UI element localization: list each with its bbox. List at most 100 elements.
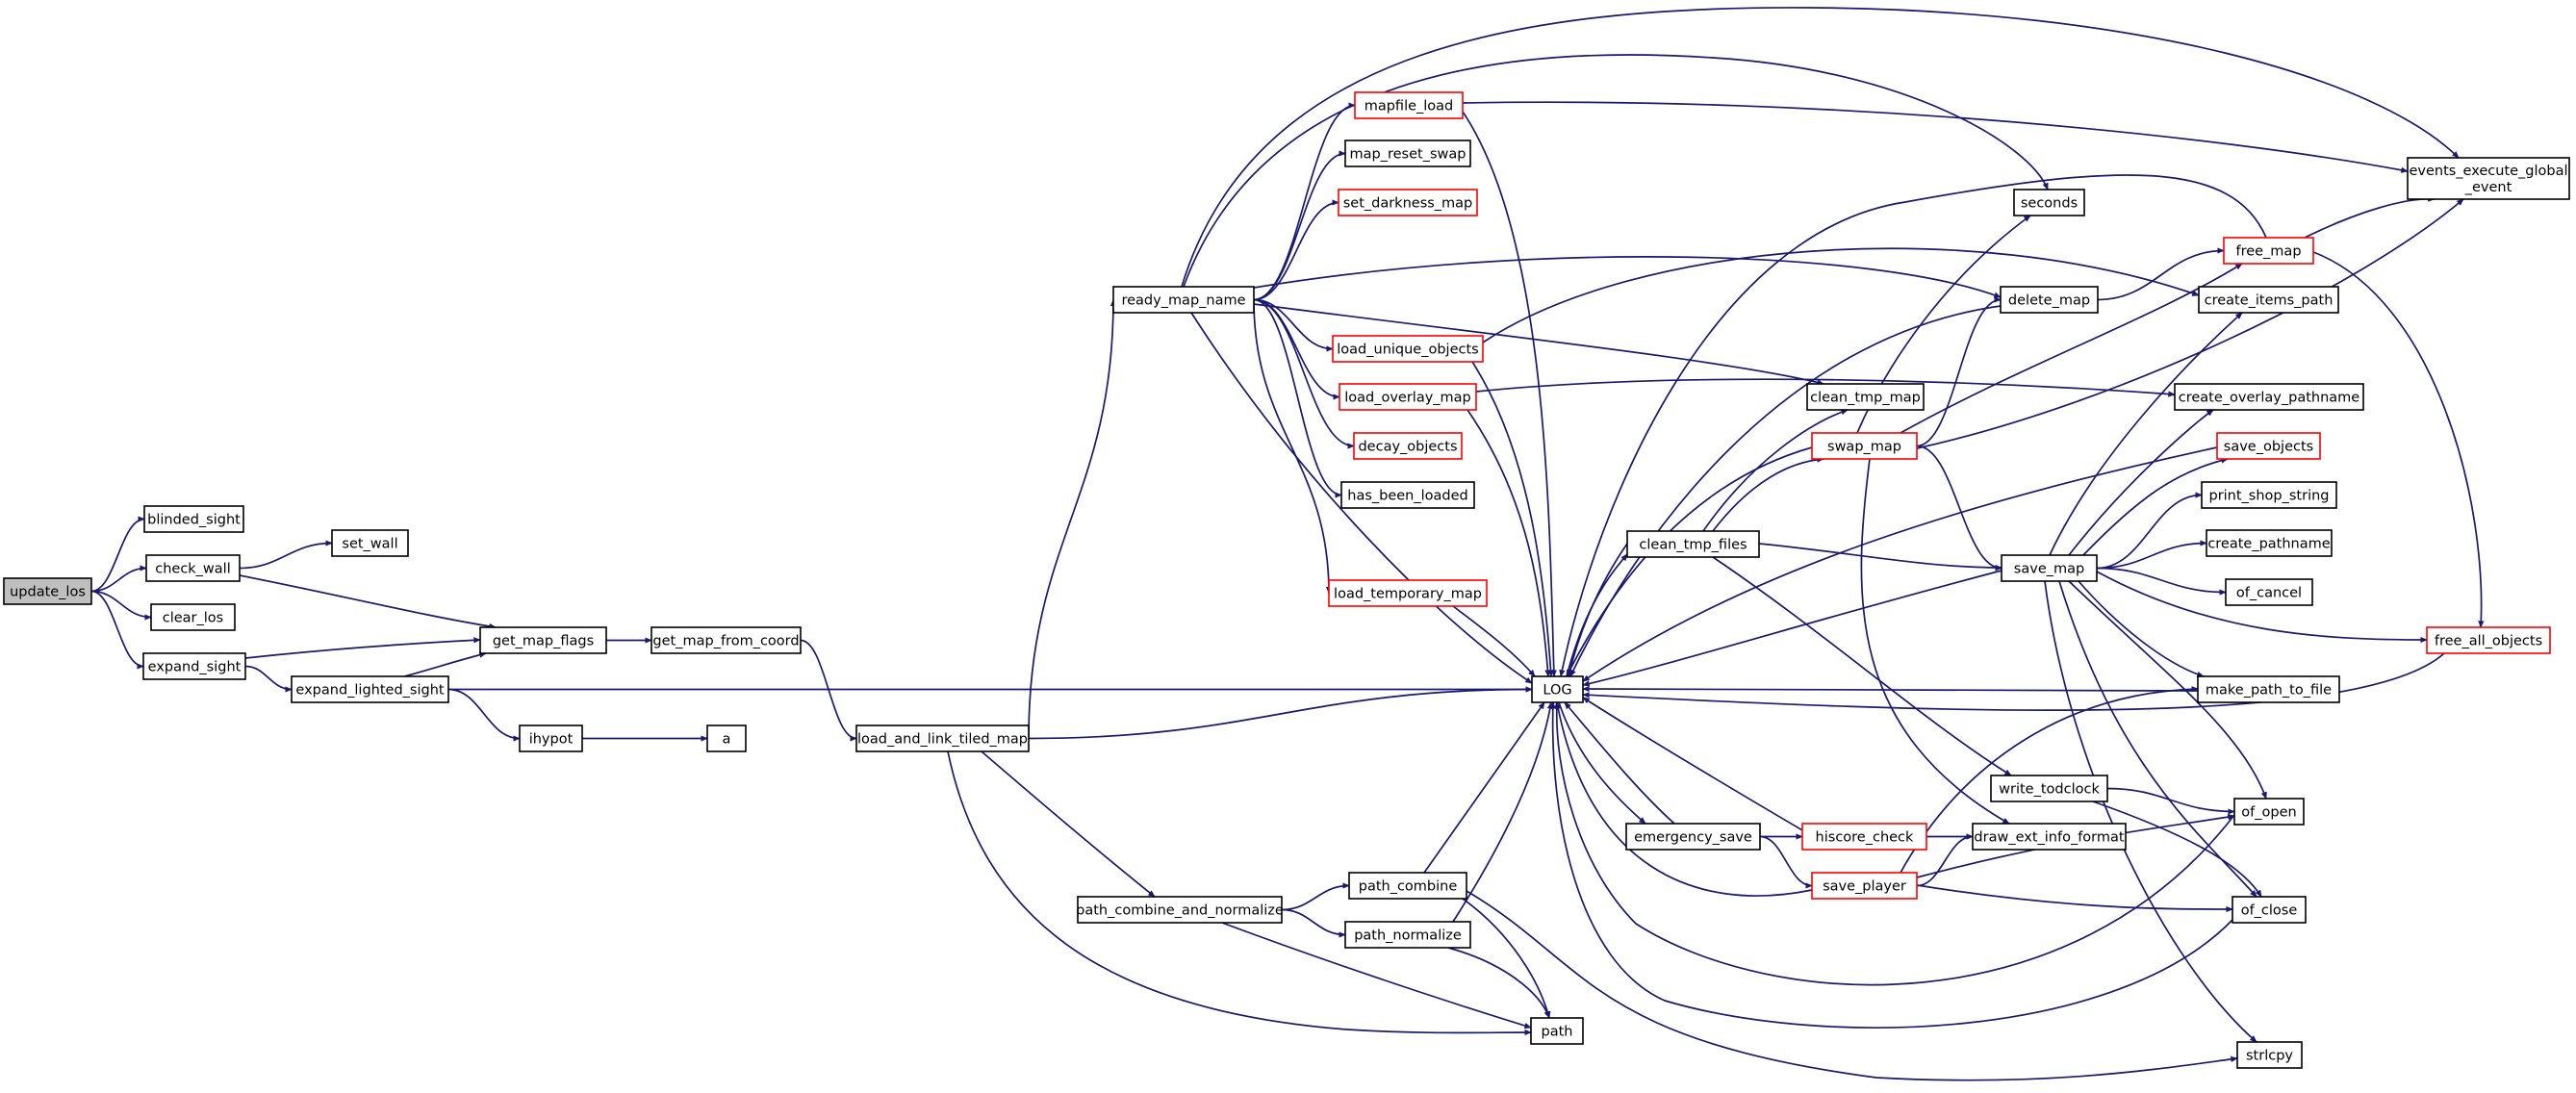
- node-path_combine_and_normalize[interactable]: path_combine_and_normalize: [1076, 896, 1284, 924]
- node-box[interactable]: [2236, 1041, 2303, 1069]
- node-ready_map_name[interactable]: ready_map_name: [1112, 286, 1255, 314]
- node-box[interactable]: [2197, 675, 2340, 703]
- node-ihypot[interactable]: ihypot: [519, 724, 583, 752]
- node-update_los[interactable]: update_los: [3, 577, 92, 605]
- node-expand_lighted_sight[interactable]: expand_lighted_sight: [291, 675, 449, 703]
- node-delete_map[interactable]: delete_map: [2000, 286, 2099, 314]
- node-strlcpy[interactable]: strlcpy: [2236, 1041, 2303, 1069]
- node-box[interactable]: [2000, 286, 2099, 314]
- node-box[interactable]: [145, 554, 241, 582]
- node-box[interactable]: [291, 675, 449, 703]
- node-box[interactable]: [1112, 286, 1255, 314]
- node-path[interactable]: path: [1530, 1017, 1584, 1045]
- node-set_darkness_map[interactable]: set_darkness_map: [1338, 189, 1478, 216]
- node-write_todclock[interactable]: write_todclock: [1990, 775, 2108, 802]
- node-box[interactable]: [2216, 432, 2321, 460]
- node-box[interactable]: [2206, 529, 2333, 557]
- node-load_temporary_map[interactable]: load_temporary_map: [1328, 579, 1488, 607]
- node-box[interactable]: [1353, 432, 1463, 460]
- node-box[interactable]: [2013, 189, 2085, 216]
- node-events_execute_global_event[interactable]: events_execute_global_event: [2407, 157, 2570, 200]
- node-box[interactable]: [2225, 578, 2313, 606]
- node-expand_sight[interactable]: expand_sight: [142, 652, 246, 680]
- node-of_cancel[interactable]: of_cancel: [2225, 578, 2313, 606]
- node-create_overlay_pathname[interactable]: create_overlay_pathname: [2174, 383, 2364, 411]
- node-box[interactable]: [706, 724, 747, 752]
- node-load_unique_objects[interactable]: load_unique_objects: [1332, 335, 1484, 363]
- node-box[interactable]: [1990, 775, 2108, 802]
- node-draw_ext_info_format[interactable]: draw_ext_info_format: [1972, 823, 2127, 851]
- node-swap_map[interactable]: swap_map: [1811, 432, 1918, 460]
- node-box[interactable]: [150, 603, 236, 631]
- node-set_wall[interactable]: set_wall: [331, 529, 409, 557]
- node-box[interactable]: [2426, 626, 2551, 654]
- node-free_all_objects[interactable]: free_all_objects: [2426, 626, 2551, 654]
- node-box[interactable]: [1531, 675, 1584, 703]
- node-seconds[interactable]: seconds: [2013, 189, 2085, 216]
- node-blinded_sight[interactable]: blinded_sight: [143, 505, 244, 533]
- node-of_open[interactable]: of_open: [2233, 798, 2305, 826]
- node-load_overlay_map[interactable]: load_overlay_map: [1339, 383, 1477, 411]
- node-path_normalize[interactable]: path_normalize: [1344, 921, 1471, 949]
- node-box[interactable]: [650, 626, 802, 654]
- node-get_map_from_coord[interactable]: get_map_from_coord: [650, 626, 802, 654]
- node-box[interactable]: [2407, 157, 2570, 200]
- node-create_pathname[interactable]: create_pathname: [2206, 529, 2333, 557]
- node-hiscore_check[interactable]: hiscore_check: [1801, 823, 1927, 851]
- node-clear_los[interactable]: clear_los: [150, 603, 236, 631]
- node-box[interactable]: [1338, 189, 1478, 216]
- node-box[interactable]: [1811, 432, 1918, 460]
- node-of_close[interactable]: of_close: [2232, 896, 2307, 924]
- node-box[interactable]: [1344, 921, 1471, 949]
- node-clean_tmp_files[interactable]: clean_tmp_files: [1626, 530, 1760, 558]
- node-box[interactable]: [1972, 823, 2127, 851]
- node-box[interactable]: [143, 505, 244, 533]
- node-box[interactable]: [3, 577, 92, 605]
- node-box[interactable]: [1077, 896, 1283, 924]
- node-print_shop_string[interactable]: print_shop_string: [2201, 481, 2337, 509]
- node-get_map_flags[interactable]: get_map_flags: [479, 626, 607, 654]
- node-LOG[interactable]: LOG: [1531, 675, 1584, 703]
- node-box[interactable]: [519, 724, 583, 752]
- node-decay_objects[interactable]: decay_objects: [1353, 432, 1463, 460]
- node-box[interactable]: [1806, 383, 1925, 411]
- node-box[interactable]: [855, 724, 1030, 752]
- node-box[interactable]: [479, 626, 607, 654]
- node-free_map[interactable]: free_map: [2223, 237, 2314, 265]
- node-box[interactable]: [142, 652, 246, 680]
- node-box[interactable]: [2201, 481, 2337, 509]
- node-mapfile_load[interactable]: mapfile_load: [1354, 91, 1464, 119]
- node-box[interactable]: [2223, 237, 2314, 265]
- node-save_map[interactable]: save_map: [2001, 554, 2098, 582]
- node-clean_tmp_map[interactable]: clean_tmp_map: [1806, 383, 1925, 411]
- node-box[interactable]: [2198, 286, 2339, 314]
- node-save_player[interactable]: save_player: [1811, 872, 1918, 900]
- node-create_items_path[interactable]: create_items_path: [2198, 286, 2339, 314]
- node-has_been_loaded[interactable]: has_been_loaded: [1340, 481, 1475, 509]
- node-check_wall[interactable]: check_wall: [145, 554, 241, 582]
- node-box[interactable]: [1354, 91, 1464, 119]
- node-box[interactable]: [1344, 140, 1471, 167]
- node-box[interactable]: [1348, 872, 1467, 900]
- node-box[interactable]: [1626, 530, 1760, 558]
- node-box[interactable]: [1328, 579, 1488, 607]
- node-box[interactable]: [2233, 798, 2305, 826]
- node-save_objects[interactable]: save_objects: [2216, 432, 2321, 460]
- node-box[interactable]: [2174, 383, 2364, 411]
- node-path_combine[interactable]: path_combine: [1348, 872, 1467, 900]
- node-box[interactable]: [1332, 335, 1484, 363]
- node-box[interactable]: [1801, 823, 1927, 851]
- node-emergency_save[interactable]: emergency_save: [1625, 823, 1761, 851]
- node-make_path_to_file[interactable]: make_path_to_file: [2197, 675, 2340, 703]
- node-load_and_link_tiled_map[interactable]: load_and_link_tiled_map: [855, 724, 1030, 752]
- node-box[interactable]: [2232, 896, 2307, 924]
- node-box[interactable]: [1625, 823, 1761, 851]
- node-box[interactable]: [2001, 554, 2098, 582]
- node-box[interactable]: [1339, 383, 1477, 411]
- node-a[interactable]: a: [706, 724, 747, 752]
- node-box[interactable]: [1811, 872, 1918, 900]
- node-map_reset_swap[interactable]: map_reset_swap: [1344, 140, 1471, 167]
- node-box[interactable]: [1530, 1017, 1584, 1045]
- node-box[interactable]: [1340, 481, 1475, 509]
- node-box[interactable]: [331, 529, 409, 557]
